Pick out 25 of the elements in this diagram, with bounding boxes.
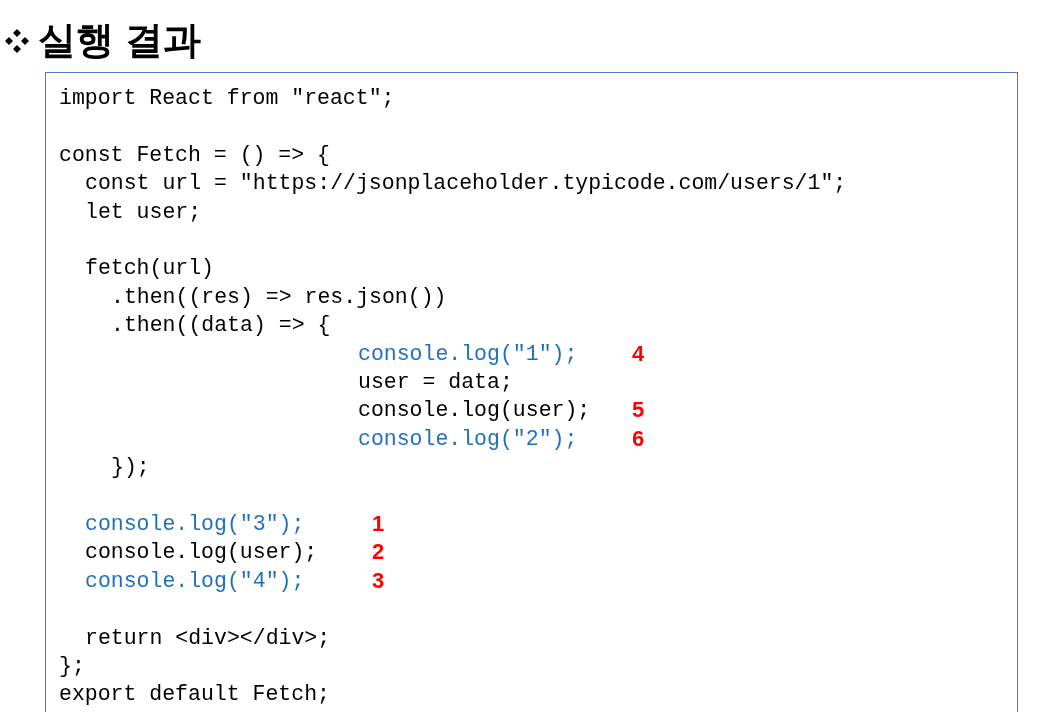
- step-number: 6: [632, 425, 645, 452]
- code-line: console.log(user);: [85, 539, 318, 566]
- code-line: fetch(url): [85, 255, 215, 282]
- code-line: const url = "https://jsonplaceholder.typicode.com/users/1";: [85, 170, 847, 197]
- code-line: export default Fetch;: [59, 681, 330, 708]
- code-line: user = data;: [358, 369, 513, 395]
- code-line: console.log(user);: [358, 397, 591, 424]
- code-line: .then((res) => res.json()): [111, 283, 447, 310]
- step-number: 5: [632, 397, 645, 424]
- code-line: .then((data) => {: [111, 312, 331, 339]
- code-line: console.log("2");: [358, 425, 578, 452]
- code-line: });: [111, 454, 150, 481]
- step-number: 2: [372, 539, 385, 566]
- code-line: console.log("3");: [85, 511, 305, 537]
- step-number: 3: [372, 567, 385, 594]
- code-line: const Fetch = () => {: [59, 141, 330, 168]
- slide-title: 실행 결과: [38, 18, 201, 63]
- step-number: 4: [632, 340, 645, 367]
- code-line: return <div></div>;: [85, 624, 331, 651]
- code-line: console.log("4");: [85, 567, 305, 594]
- code-line: let user;: [85, 198, 202, 225]
- step-number: 1: [372, 511, 385, 537]
- code-line: };: [59, 653, 85, 679]
- code-line: console.log("1");: [358, 340, 578, 367]
- code-line: import React from "react";: [59, 85, 395, 111]
